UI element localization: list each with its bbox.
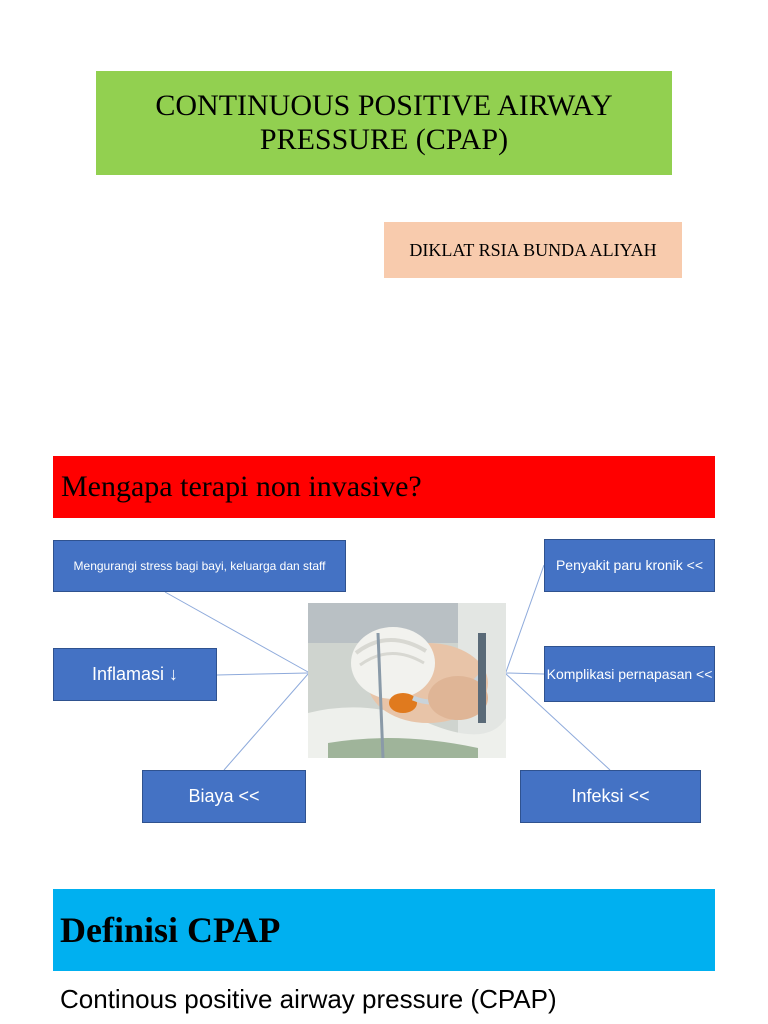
node-infection: Infeksi <<	[520, 770, 701, 823]
node-cost: Biaya <<	[142, 770, 306, 823]
definition-header: Definisi CPAP	[53, 889, 715, 971]
infant-photo-illustration	[308, 603, 506, 758]
node-reduce-stress: Mengurangi stress bagi bayi, keluarga da…	[53, 540, 346, 592]
node-chronic-lung-disease: Penyakit paru kronik <<	[544, 539, 715, 592]
slide-title: CONTINUOUS POSITIVE AIRWAY PRESSURE (CPA…	[96, 71, 672, 175]
connector-cost	[223, 673, 309, 771]
definition-text: Continous positive airway pressure (CPAP…	[60, 984, 557, 1014]
connector-chronic-lung	[505, 564, 545, 673]
connector-complications	[505, 672, 545, 675]
connector-inflammation	[216, 672, 309, 676]
node-respiratory-complications: Komplikasi pernapasan <<	[544, 646, 715, 702]
slide-subtitle: DIKLAT RSIA BUNDA ALIYAH	[384, 222, 682, 278]
infant-cpap-photo	[308, 603, 506, 758]
node-inflammation: Inflamasi ↓	[53, 648, 217, 701]
why-non-invasive-header: Mengapa terapi non invasive?	[53, 456, 715, 518]
